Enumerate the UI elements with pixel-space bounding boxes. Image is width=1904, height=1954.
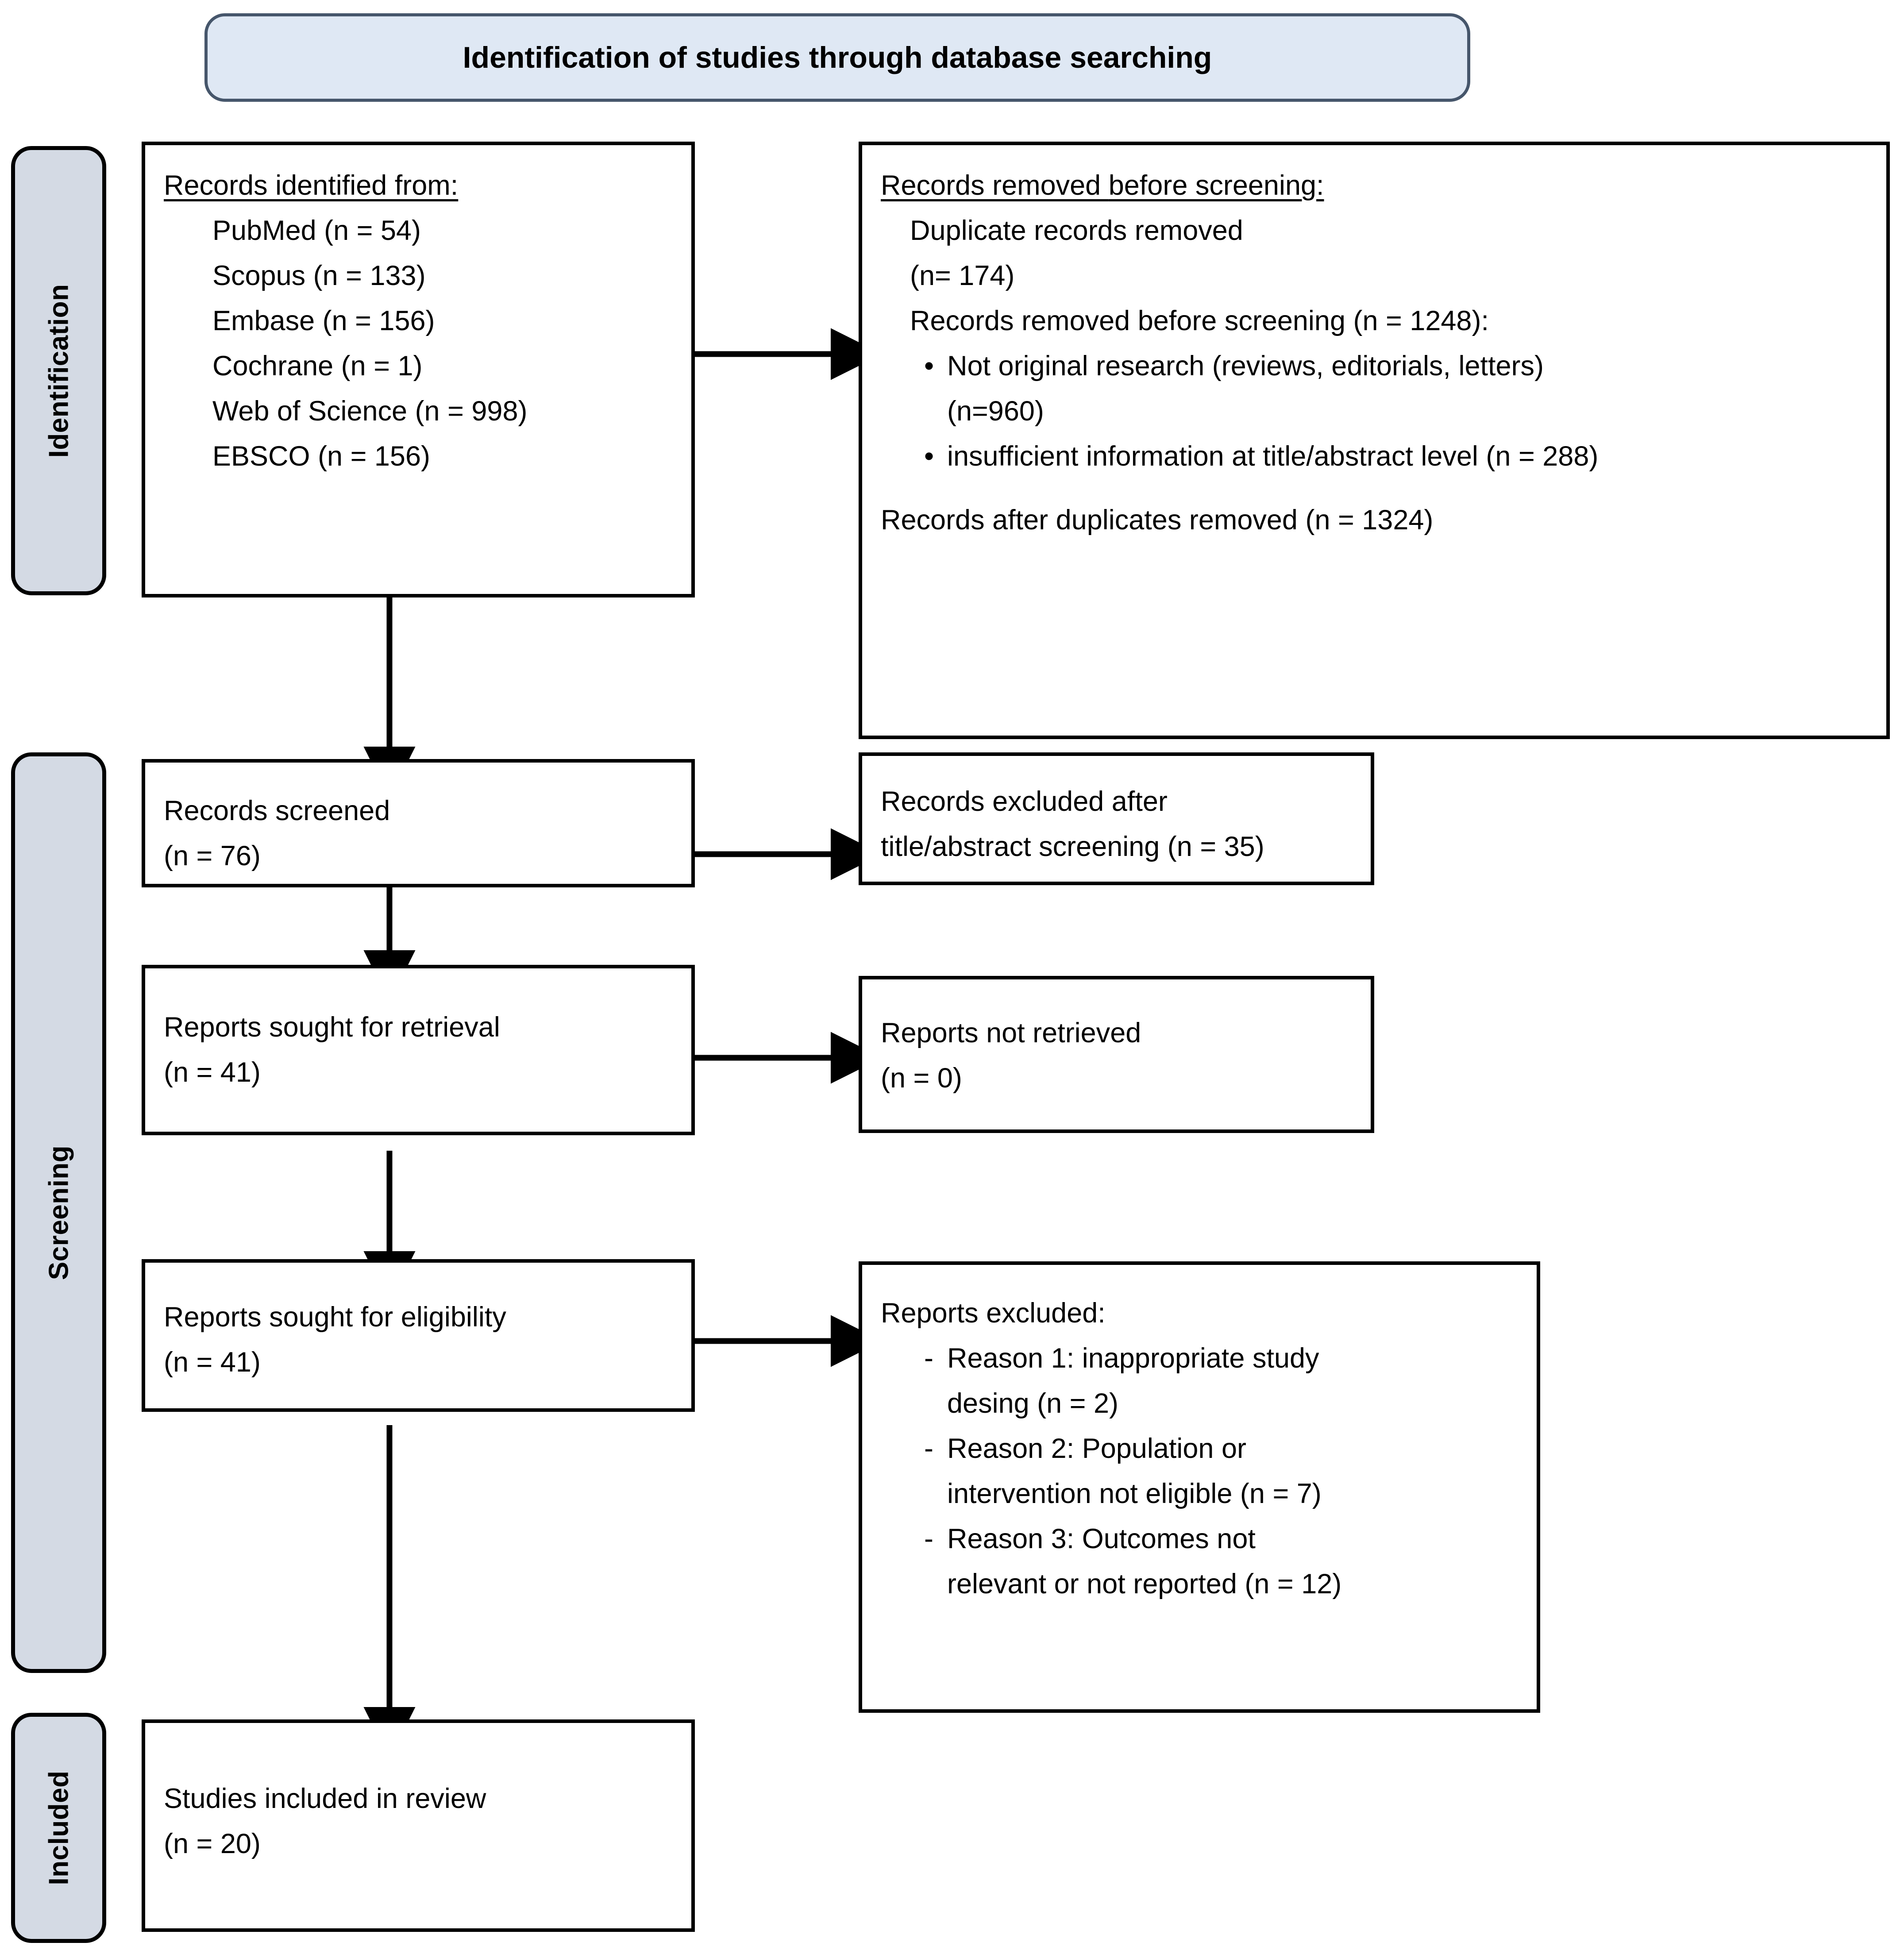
removal-reason-not-original: • Not original research (reviews, editor… — [881, 343, 1868, 389]
stage-label-screening: Screening — [11, 752, 106, 1673]
records-identified-heading: Records identified from: — [164, 170, 459, 201]
box-records-removed-before-screening: Records removed before screening: Duplic… — [859, 142, 1890, 739]
records-removed-heading-colon: : — [1316, 170, 1324, 201]
studies-included-label: Studies included in review — [164, 1783, 486, 1814]
exclusion-reason-1-cont: desing (n = 2) — [881, 1381, 1518, 1426]
source-cochrane: Cochrane (n = 1) — [212, 351, 423, 382]
exclusion-reason-3-line1: Reason 3: Outcomes not — [947, 1523, 1256, 1555]
stage-label-identification: Identification — [11, 146, 106, 595]
exclusion-reason-3-cont: relevant or not reported (n = 12) — [881, 1561, 1518, 1607]
exclusion-reason-2-cont: intervention not eligible (n = 7) — [881, 1471, 1518, 1516]
records-screened-label: Records screened — [164, 795, 390, 826]
removal-reason-insufficient-info-text: insufficient information at title/abstra… — [947, 441, 1599, 472]
banner-identification: Identification of studies through databa… — [204, 13, 1470, 102]
box-records-excluded: Records excluded after title/abstract sc… — [859, 752, 1374, 885]
reports-not-retrieved-label: Reports not retrieved — [881, 1017, 1141, 1048]
records-excluded-line2: title/abstract screening (n = 35) — [881, 831, 1264, 863]
records-removed-heading-plain: Records removed — [881, 170, 1109, 201]
box-records-screened: Records screened (n = 76) — [142, 759, 695, 887]
reports-sought-retrieval-count: (n = 41) — [164, 1057, 261, 1088]
exclusion-reason-3-line2: relevant or not reported (n = 12) — [947, 1569, 1342, 1600]
box-reports-sought-retrieval: Reports sought for retrieval (n = 41) — [142, 965, 695, 1135]
exclusion-reason-2-line1: Reason 2: Population or — [947, 1433, 1246, 1465]
box-reports-excluded: Reports excluded: - Reason 1: inappropri… — [859, 1261, 1540, 1713]
box-studies-included: Studies included in review (n = 20) — [142, 1719, 695, 1932]
box-reports-not-retrieved: Reports not retrieved (n = 0) — [859, 976, 1374, 1133]
stage-label-included: Included — [11, 1713, 106, 1943]
bullet-icon: • — [924, 441, 934, 472]
exclusion-reason-2-line2: intervention not eligible (n = 7) — [947, 1478, 1322, 1510]
box-records-identified: Records identified from: PubMed (n = 54)… — [142, 142, 695, 597]
records-removed-before-screening-label: Records removed before screening (n = 12… — [910, 305, 1489, 337]
duplicates-removed-label: Duplicate records removed — [910, 215, 1243, 247]
exclusion-reason-1: - Reason 1: inappropriate study — [881, 1336, 1518, 1381]
dash-icon: - — [924, 1433, 933, 1465]
removal-reason-not-original-count: (n=960) — [881, 389, 1868, 434]
reports-sought-retrieval-label: Reports sought for retrieval — [164, 1012, 500, 1043]
removal-reason-insufficient-info: • insufficient information at title/abst… — [881, 434, 1868, 479]
source-pubmed: PubMed (n = 54) — [212, 215, 421, 247]
reports-not-retrieved-count: (n = 0) — [881, 1063, 962, 1094]
removal-reason-not-original-count-text: (n=960) — [947, 396, 1044, 427]
dash-icon: - — [924, 1343, 933, 1374]
source-scopus: Scopus (n = 133) — [212, 260, 426, 292]
exclusion-reason-3: - Reason 3: Outcomes not — [881, 1516, 1518, 1561]
dash-icon: - — [924, 1523, 933, 1555]
studies-included-count: (n = 20) — [164, 1828, 261, 1860]
stage-label-included-text: Included — [43, 1770, 74, 1885]
records-removed-heading-italic: before screening — [1108, 170, 1317, 201]
reports-sought-eligibility-count: (n = 41) — [164, 1347, 261, 1378]
reports-sought-eligibility-label: Reports sought for eligibility — [164, 1302, 506, 1333]
stage-label-identification-text: Identification — [43, 284, 74, 458]
source-web-of-science: Web of Science (n = 998) — [212, 396, 528, 427]
removal-reason-not-original-text: Not original research (reviews, editoria… — [947, 351, 1544, 382]
records-screened-count: (n = 76) — [164, 840, 261, 872]
bullet-icon: • — [924, 351, 934, 382]
records-removed-heading: Records removed before screening: — [881, 163, 1868, 208]
exclusion-reason-1-line1: Reason 1: inappropriate study — [947, 1343, 1319, 1374]
banner-title: Identification of studies through databa… — [463, 41, 1212, 74]
source-embase: Embase (n = 156) — [212, 305, 435, 337]
exclusion-reason-2: - Reason 2: Population or — [881, 1426, 1518, 1471]
stage-label-screening-text: Screening — [43, 1145, 74, 1280]
records-excluded-line1: Records excluded after — [881, 786, 1168, 817]
box-reports-sought-eligibility: Reports sought for eligibility (n = 41) — [142, 1259, 695, 1412]
records-after-duplicates-removed: Records after duplicates removed (n = 13… — [881, 505, 1434, 536]
duplicates-removed-count: (n= 174) — [910, 260, 1015, 292]
exclusion-reason-1-line2: desing (n = 2) — [947, 1388, 1118, 1419]
source-ebsco: EBSCO (n = 156) — [212, 441, 430, 472]
reports-excluded-heading: Reports excluded: — [881, 1298, 1106, 1329]
